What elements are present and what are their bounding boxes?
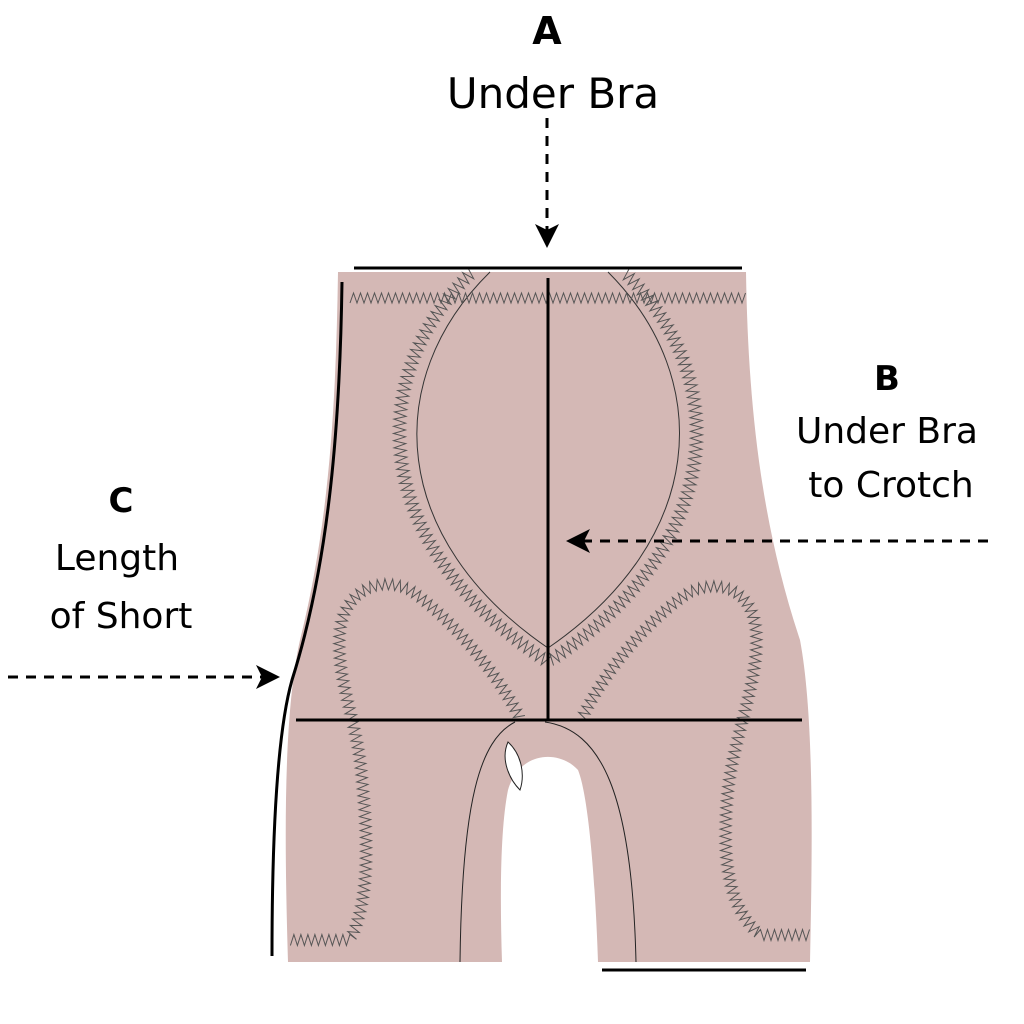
right-inner-leg-seam <box>544 721 637 963</box>
crotch-opening <box>504 741 523 791</box>
label-c-letter: C <box>109 481 134 521</box>
left-hip-panel-stitch <box>289 576 525 948</box>
left-inner-leg-seam <box>459 721 516 963</box>
label-b-letter: B <box>874 359 900 399</box>
label-a-letter: A <box>532 9 562 53</box>
label-c-text-line2: of Short <box>50 596 193 637</box>
zigzag-stitches <box>289 267 810 948</box>
measure-line-length-of-short <box>270 281 344 957</box>
label-a-text: Under Bra <box>447 69 659 118</box>
center-panel-stitch <box>391 267 705 667</box>
label-c-text-line1: Length <box>55 538 179 579</box>
label-b-text-line2: to Crotch <box>808 465 973 506</box>
right-hip-panel-stitch <box>577 579 810 943</box>
label-b-text-line1: Under Bra <box>796 411 978 452</box>
